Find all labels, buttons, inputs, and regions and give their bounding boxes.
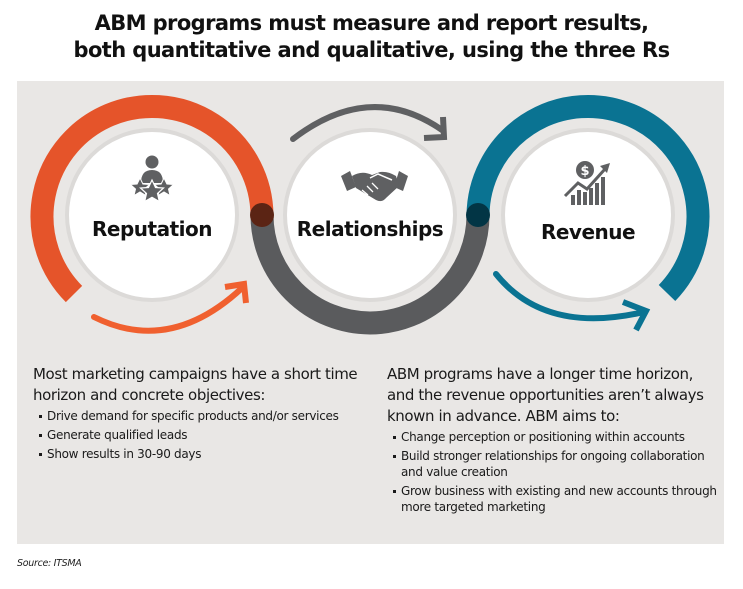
- relationships-arrow-icon: [290, 104, 448, 142]
- joint-dot-left: [250, 203, 274, 227]
- right-column-lead: ABM programs have a longer time horizon,…: [387, 365, 704, 425]
- left-column-lead: Most marketing campaigns have a short ti…: [33, 365, 358, 404]
- revenue-label: Revenue: [540, 220, 636, 244]
- title-line-2: both quantitative and qualitative, using…: [73, 38, 671, 62]
- revenue-disc: [501, 128, 675, 302]
- reputation-arrow-icon: [91, 280, 249, 334]
- joint-dot-right: [466, 203, 490, 227]
- reputation-label: Reputation: [92, 217, 212, 241]
- right-column-bullets: Change perception or positioning within …: [387, 429, 717, 515]
- list-item: Generate qualified leads: [39, 427, 363, 443]
- dollar-growth-chart-icon: $: [563, 161, 610, 205]
- revenue-arrow-icon: [493, 271, 651, 332]
- right-column: ABM programs have a longer time horizon,…: [387, 364, 717, 518]
- left-column-bullets: Drive demand for specific products and/o…: [33, 408, 363, 462]
- reputation-disc: [65, 128, 239, 302]
- left-column: Most marketing campaigns have a short ti…: [33, 364, 363, 465]
- svg-text:$: $: [580, 164, 589, 179]
- relationships-ring: [250, 214, 490, 335]
- title-line-1: ABM programs must measure and report res…: [94, 11, 649, 35]
- list-item: Show results in 30-90 days: [39, 446, 363, 462]
- three-rs-diagram: $: [30, 94, 710, 335]
- reputation-ring: [30, 94, 274, 303]
- relationships-label: Relationships: [296, 217, 444, 241]
- revenue-ring: [466, 94, 710, 301]
- list-item: Drive demand for specific products and/o…: [39, 408, 363, 424]
- infographic-title: ABM programs must measure and report res…: [0, 10, 743, 64]
- list-item: Build stronger relationships for ongoing…: [393, 448, 717, 480]
- relationships-disc: [283, 128, 457, 302]
- source-note: Source: ITSMA: [17, 558, 82, 569]
- list-item: Grow business with existing and new acco…: [393, 483, 717, 515]
- list-item: Change perception or positioning within …: [393, 429, 717, 445]
- handshake-icon: [341, 171, 408, 202]
- person-with-stars-icon: [129, 155, 175, 203]
